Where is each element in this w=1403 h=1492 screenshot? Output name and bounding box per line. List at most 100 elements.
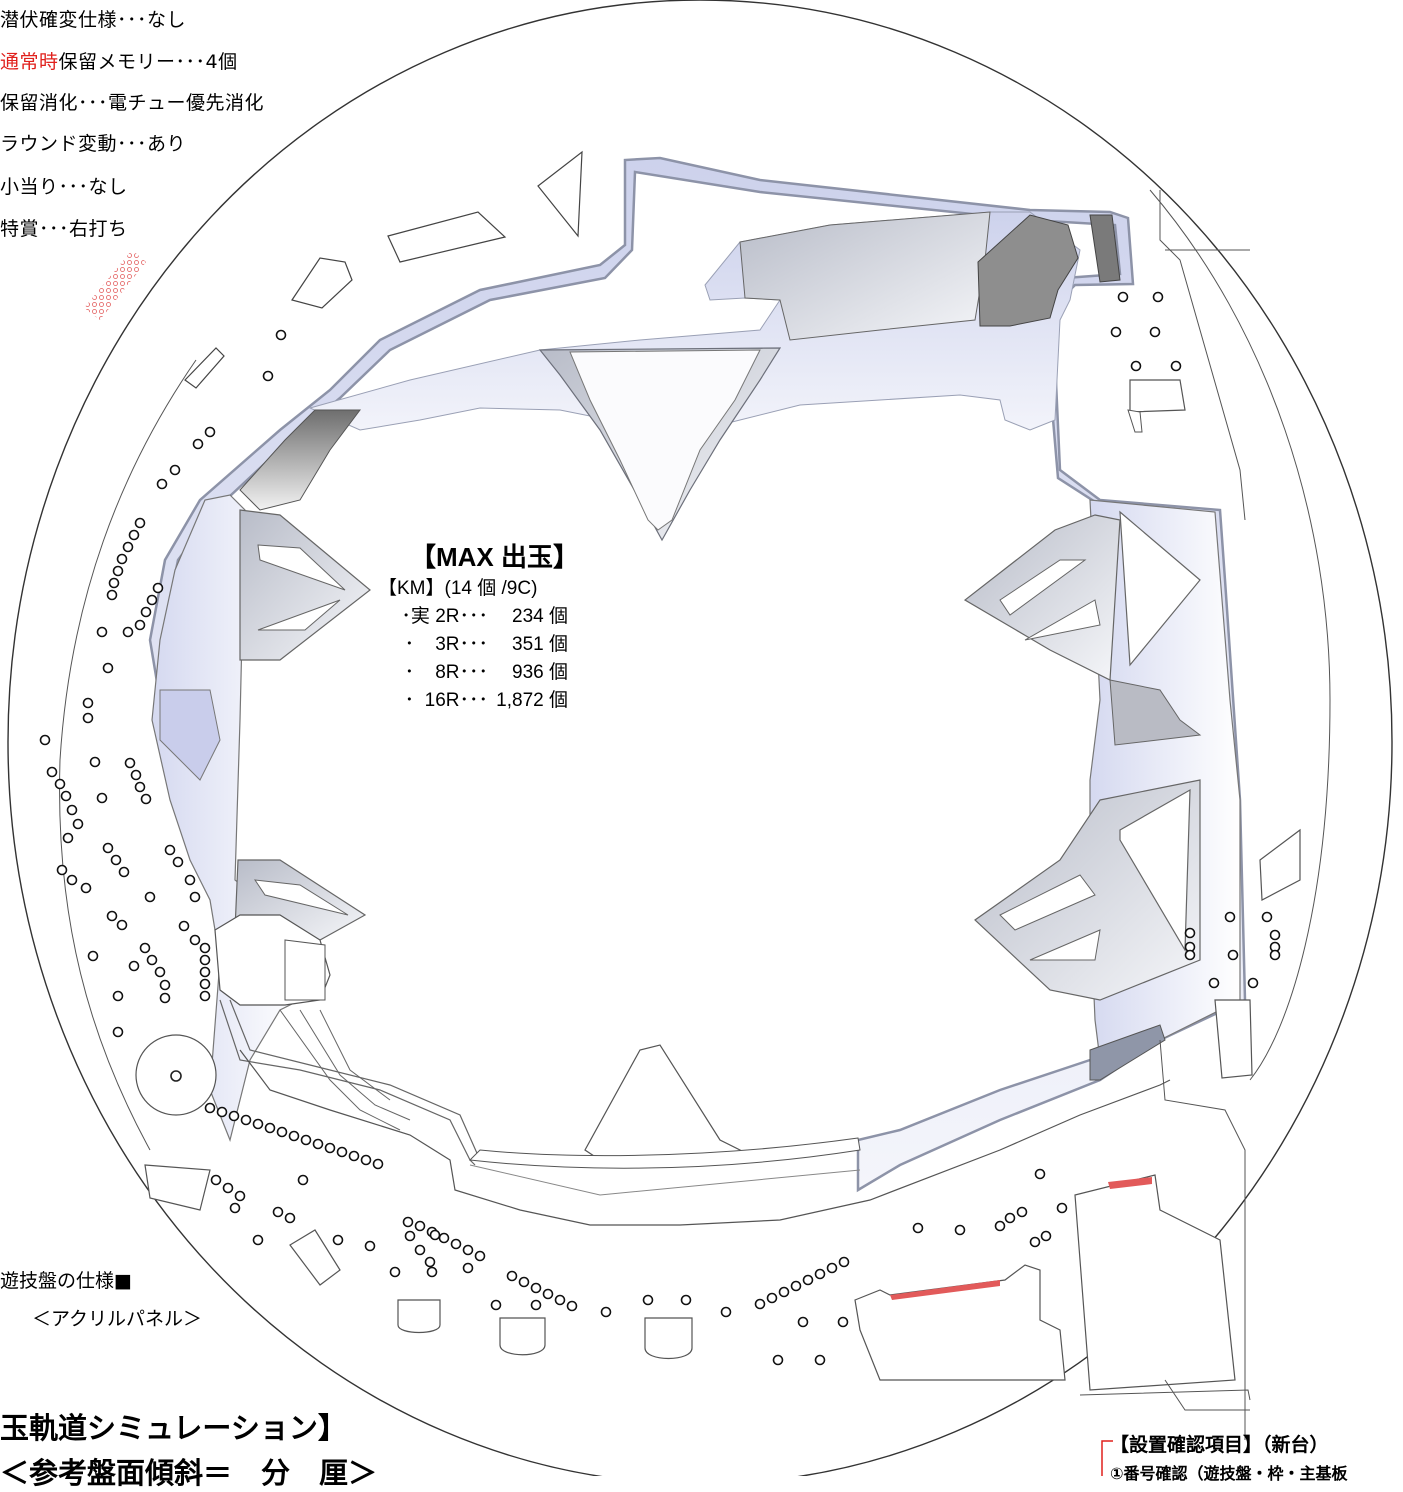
payout-row: ･実 2R･･･ 234 個 bbox=[378, 603, 579, 631]
nail-pin bbox=[118, 866, 130, 878]
nail-pin bbox=[1184, 949, 1196, 961]
nail-pin bbox=[680, 1294, 692, 1306]
nail-pin bbox=[766, 1292, 778, 1304]
nail-pin bbox=[414, 1220, 426, 1232]
nail-pin bbox=[429, 1229, 441, 1241]
nail-pin bbox=[826, 1262, 838, 1274]
nail-pin bbox=[1004, 1212, 1016, 1224]
payout-value: 351 個 bbox=[512, 634, 568, 655]
nail-pin bbox=[128, 529, 140, 541]
nail-pin bbox=[554, 1294, 566, 1306]
nail-pin bbox=[106, 589, 118, 601]
nail-pin bbox=[462, 1262, 474, 1274]
check-bracket bbox=[1101, 1440, 1113, 1476]
spec-highlight: 通常時 bbox=[0, 51, 59, 73]
nail-pin bbox=[1056, 1202, 1068, 1214]
nail-pin bbox=[199, 978, 211, 990]
nail-pin bbox=[530, 1299, 542, 1311]
nail-pin bbox=[146, 954, 158, 966]
nail-pin bbox=[1224, 911, 1236, 923]
payout-round: ･実 2R･･･ bbox=[401, 606, 488, 627]
nail-pin bbox=[276, 1126, 288, 1138]
nail-pins bbox=[39, 291, 1281, 1366]
nail-pin bbox=[134, 619, 146, 631]
nail-pin bbox=[128, 960, 140, 972]
nail-pin bbox=[192, 438, 204, 450]
nail-pin bbox=[110, 854, 122, 866]
max-payout-box: 【MAX 出玉】 【KM】(14 個 /9C) ･実 2R･･･234 個 ･ … bbox=[378, 540, 579, 715]
nail-pin bbox=[312, 1138, 324, 1150]
nail-pin bbox=[124, 757, 136, 769]
nail-pin bbox=[530, 1282, 542, 1294]
nail-pin bbox=[154, 966, 166, 978]
spec-item: 特賞･･･右打ち bbox=[0, 214, 128, 241]
spec-text: 小当り･･･なし bbox=[0, 176, 128, 198]
nail-pin bbox=[39, 734, 51, 746]
board-outline bbox=[7, 0, 1393, 1476]
nail-pin bbox=[566, 1300, 578, 1312]
nail-pin bbox=[778, 1286, 790, 1298]
nail-pin bbox=[404, 1230, 416, 1242]
nail-pin bbox=[56, 864, 68, 876]
spec-item: ラウンド変動･･･あり bbox=[0, 129, 186, 156]
nail-pin bbox=[229, 1202, 241, 1214]
nail-pin bbox=[642, 1294, 654, 1306]
nail-pin bbox=[62, 832, 74, 844]
nail-pin bbox=[164, 844, 176, 856]
nail-pin bbox=[1247, 977, 1259, 989]
nail-pin bbox=[116, 553, 128, 565]
nail-pin bbox=[994, 1220, 1006, 1232]
nail-pin bbox=[240, 1114, 252, 1126]
nail-pin bbox=[790, 1280, 802, 1292]
nail-pin bbox=[814, 1268, 826, 1280]
nail-pin bbox=[106, 910, 118, 922]
nail-pin bbox=[542, 1288, 554, 1300]
nail-pin bbox=[1149, 326, 1161, 338]
nail-pin bbox=[134, 517, 146, 529]
nail-pin bbox=[275, 329, 287, 341]
payout-value: 234 個 bbox=[512, 606, 568, 627]
outer-rail bbox=[59, 359, 197, 1151]
nail-pin bbox=[159, 979, 171, 991]
nail-pin bbox=[199, 942, 211, 954]
acrylic-panel-label: ＜アクリルパネル＞ bbox=[32, 1308, 203, 1330]
nail-pin bbox=[1184, 927, 1196, 939]
nail-pin bbox=[112, 990, 124, 1002]
red-strip-upper bbox=[1108, 1177, 1152, 1189]
nail-pin bbox=[1227, 949, 1239, 961]
nail-pin bbox=[912, 1222, 924, 1234]
center-frame bbox=[148, 156, 1247, 1193]
nail-pin bbox=[264, 1122, 276, 1134]
red-strip-lower bbox=[890, 1280, 1000, 1300]
nail-pin bbox=[600, 1306, 612, 1318]
nail-pin bbox=[228, 1110, 240, 1122]
spec-item: 潜伏確変仕様･･･なし bbox=[0, 5, 186, 32]
nail-pin bbox=[797, 1316, 809, 1328]
payout-row: ･ 3R･･･351 個 bbox=[378, 631, 579, 659]
nail-pin bbox=[216, 1106, 228, 1118]
nail-pin bbox=[122, 541, 134, 553]
nail-pin bbox=[389, 1266, 401, 1278]
nail-pin bbox=[262, 370, 274, 382]
payout-value: 1,872 個 bbox=[496, 690, 568, 711]
nail-pin bbox=[324, 1142, 336, 1154]
nail-pin bbox=[252, 1234, 264, 1246]
spec-text: 特賞･･･右打ち bbox=[0, 218, 128, 240]
payout-row: ･ 16R･･･1,872 個 bbox=[378, 687, 579, 715]
nail-pin bbox=[297, 1174, 309, 1186]
nail-pin bbox=[222, 1182, 234, 1194]
nail-pin bbox=[102, 662, 114, 674]
nail-pin bbox=[1110, 326, 1122, 338]
nail-pin bbox=[490, 1299, 502, 1311]
nail-pin bbox=[1208, 977, 1220, 989]
board-spec-label: 遊技盤の仕様■ bbox=[0, 1270, 132, 1292]
nail-pin bbox=[364, 1240, 376, 1252]
payout-value: 936 個 bbox=[512, 662, 568, 683]
nail-pin bbox=[518, 1276, 530, 1288]
nail-pin bbox=[152, 582, 164, 594]
nail-pin bbox=[954, 1224, 966, 1236]
nail-pin bbox=[184, 874, 196, 886]
nail-pin bbox=[140, 606, 152, 618]
red-dot-patch bbox=[84, 250, 146, 320]
nail-pin bbox=[1269, 949, 1281, 961]
